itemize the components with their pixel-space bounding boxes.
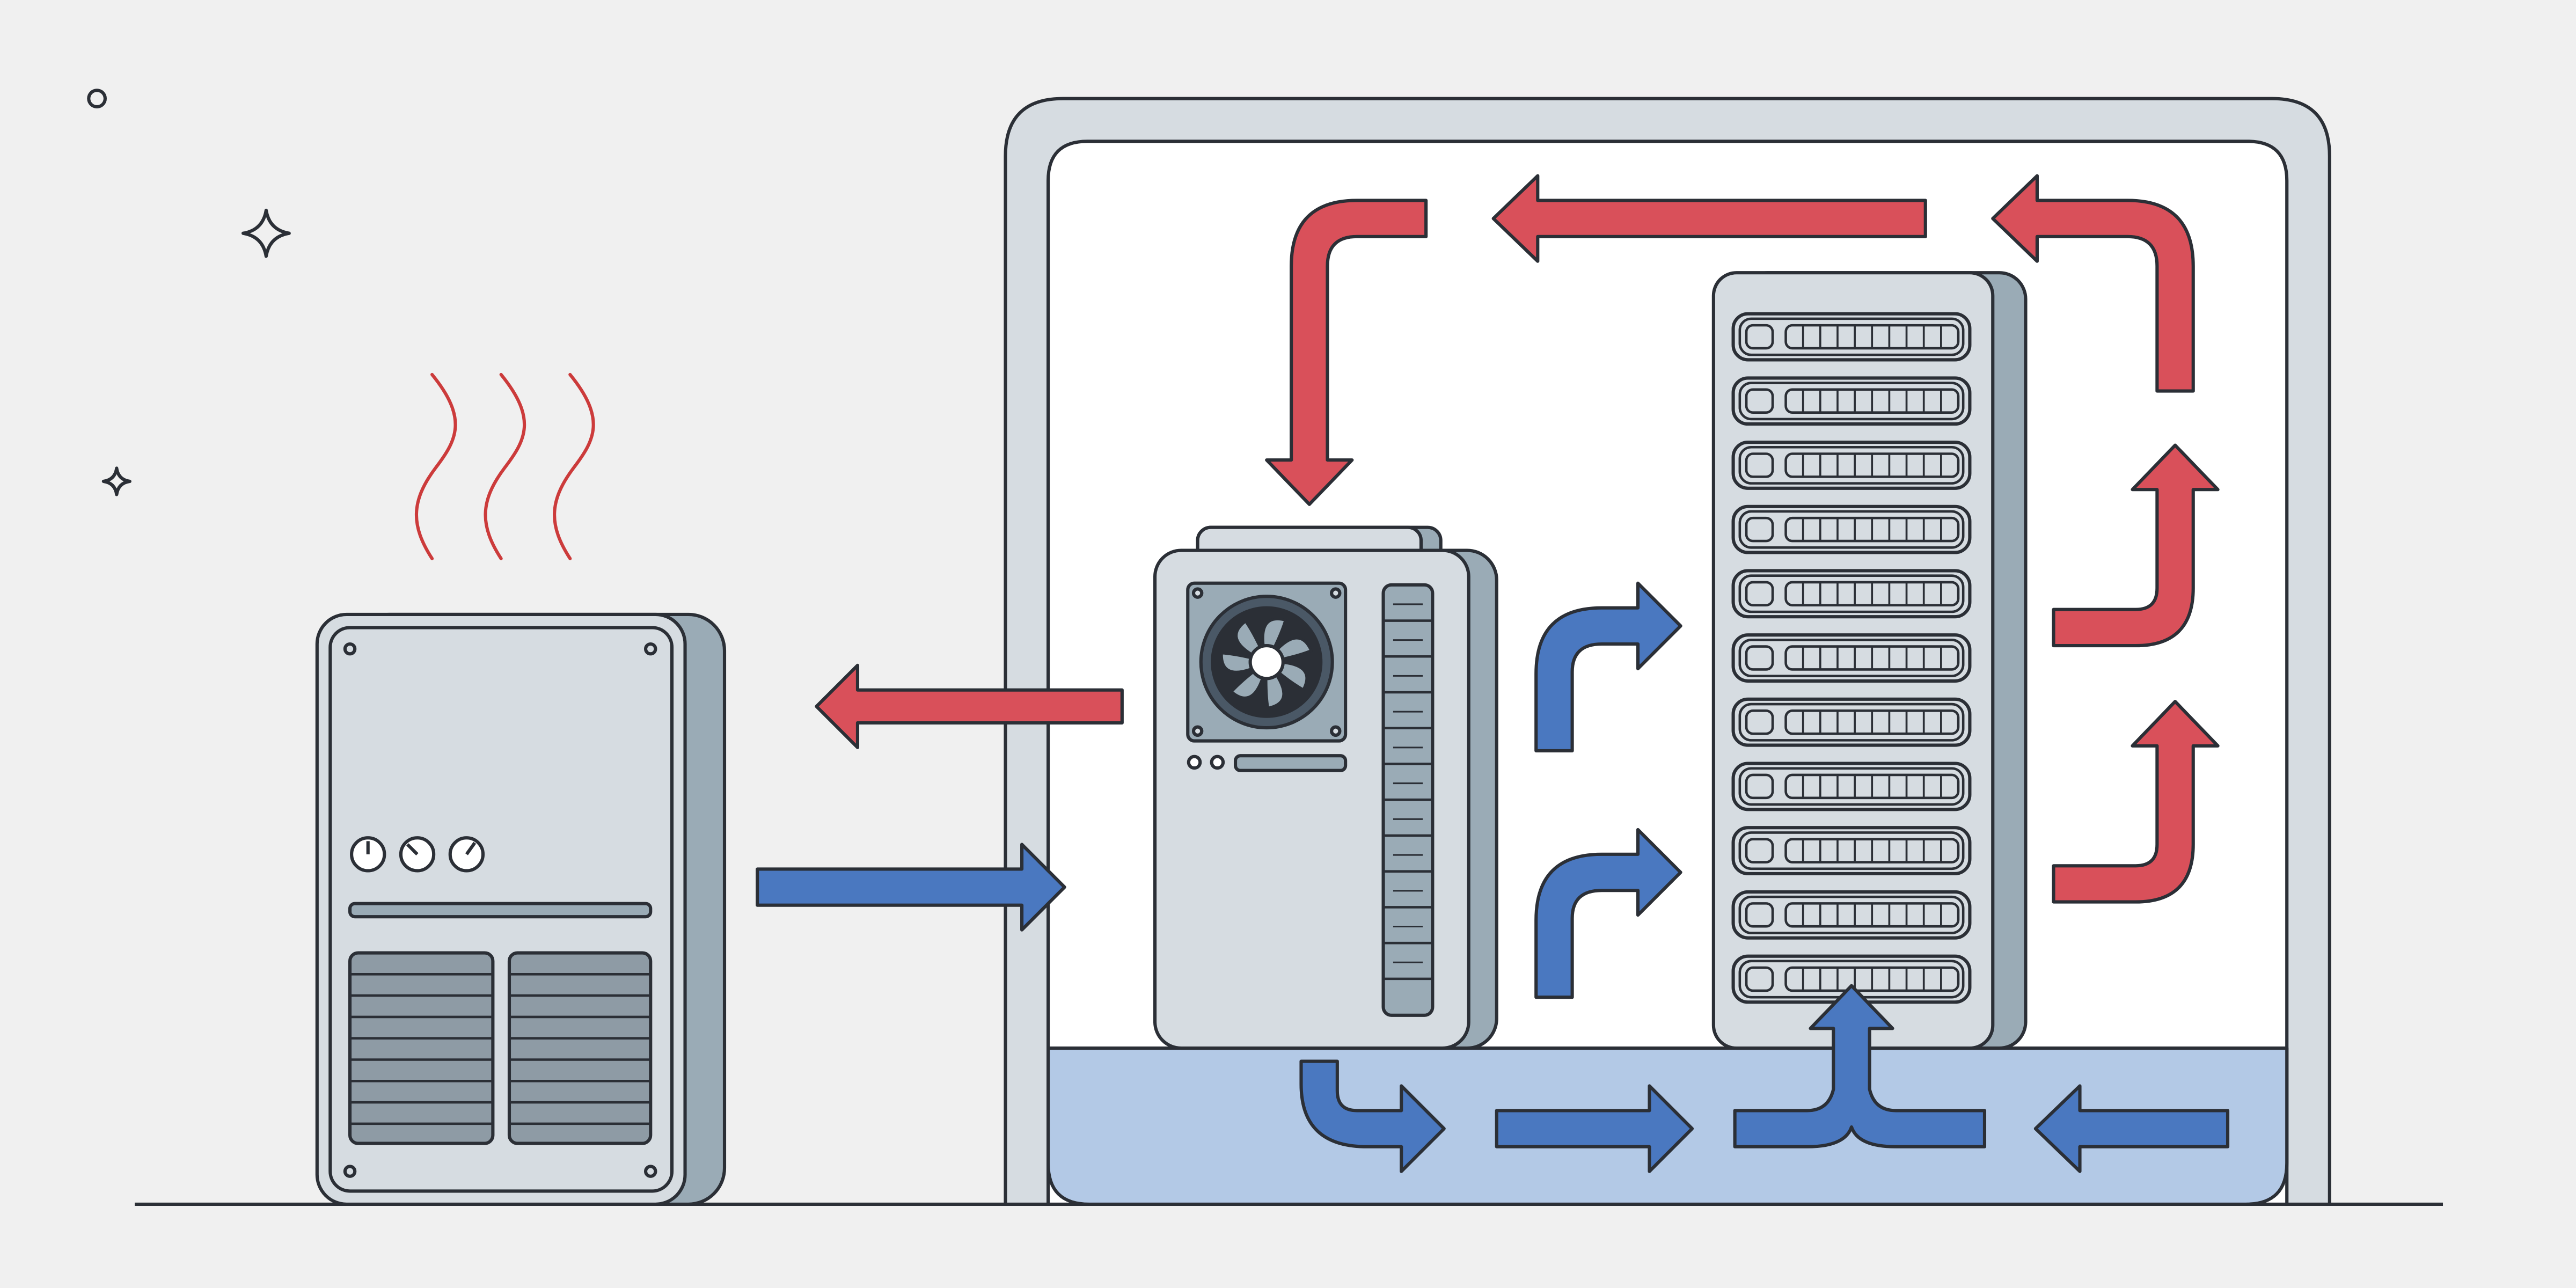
- drive-led: [1745, 388, 1774, 414]
- rack-units: [1731, 312, 1972, 1004]
- hot-air-arrow-to-condenser: [815, 663, 1124, 749]
- hot-air-exhaust-arrow-upper: [2052, 443, 2220, 648]
- hot-air-exhaust-arrow-lower: [2052, 700, 2220, 904]
- left-vent: [348, 951, 495, 1145]
- cold-air-supply-arrow-upper: [1534, 581, 1682, 753]
- hot-air-arrow-top-center: [1491, 174, 1927, 263]
- fan-icon: [1199, 595, 1334, 730]
- decorations: [87, 89, 291, 496]
- rack-server-unit: [1731, 762, 1972, 811]
- drive-led: [1745, 452, 1774, 478]
- rack-server-unit: [1731, 697, 1972, 747]
- display-slot: [1233, 754, 1348, 772]
- drive-led: [1745, 645, 1774, 671]
- drive-led: [1745, 324, 1774, 350]
- indicator-light: [1187, 755, 1202, 770]
- hot-air-return-bend-arrow: [1265, 199, 1428, 506]
- cold-air-floor-arrow: [1495, 1084, 1694, 1173]
- fan-screws: [1191, 587, 1342, 737]
- hot-air-arrows: [815, 174, 2220, 904]
- server-rack: [1711, 271, 2028, 1050]
- drive-led: [1745, 581, 1774, 607]
- cold-air-rack-intake-arrow: [1733, 984, 1987, 1148]
- drive-led: [1745, 773, 1774, 800]
- condenser-unit: [315, 612, 727, 1206]
- condenser-vents: [348, 951, 653, 1145]
- small-sparkle-icon: [101, 466, 131, 496]
- drive-led: [1745, 516, 1774, 543]
- sparkle-icon: [241, 208, 291, 258]
- drive-led: [1745, 709, 1774, 735]
- rack-server-unit: [1731, 826, 1972, 876]
- screws: [343, 642, 657, 1178]
- cold-air-arrows: [756, 581, 2230, 1173]
- rack-server-unit: [1731, 569, 1972, 619]
- crac-unit: [1153, 525, 1498, 1050]
- control-knobs: [350, 836, 485, 873]
- indicator-light: [1210, 755, 1225, 770]
- rack-server-unit: [1731, 633, 1972, 683]
- condenser-divider: [348, 902, 653, 919]
- rack-server-unit: [1731, 376, 1972, 426]
- heat-waves-icon: [414, 372, 595, 560]
- cold-air-floor-turn-arrow: [1299, 1059, 1446, 1173]
- cold-air-supply-arrow-lower: [1534, 828, 1682, 999]
- drive-led: [1745, 838, 1774, 863]
- cold-air-arrow-to-room: [756, 843, 1066, 932]
- hot-air-up-turn-arrow: [1991, 174, 2195, 393]
- right-vent: [507, 951, 653, 1145]
- drive-led: [1745, 966, 1774, 992]
- rack-server-unit: [1731, 441, 1972, 490]
- rack-server-unit: [1731, 890, 1972, 940]
- rack-server-unit: [1731, 312, 1972, 362]
- cold-air-return-arrow: [2033, 1084, 2230, 1173]
- circle-sparkle-icon: [87, 89, 107, 109]
- rack-server-unit: [1731, 504, 1972, 554]
- side-vent-lines: [1383, 603, 1433, 980]
- drive-led: [1745, 902, 1774, 928]
- rack-server-unit: [1731, 954, 1972, 1004]
